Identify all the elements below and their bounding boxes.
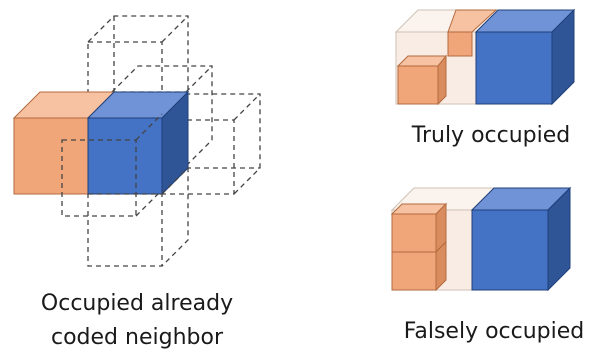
falsely-occupied-blue-cube [470, 186, 572, 292]
small-occupied-cube-lower [396, 54, 448, 106]
small-occupied-cube-upper [447, 9, 498, 57]
caption-coded-neighbor: coded neighbor [51, 325, 224, 350]
dashed-neighbor-cube-front [61, 113, 163, 217]
truly-occupied-diagram: Truly occupied [394, 8, 576, 148]
stacked-occupied-cube-upper [390, 202, 448, 254]
left-neighbor-diagram: Occupied already coded neighbor [12, 15, 261, 350]
current-blue-cube [86, 90, 190, 196]
truly-occupied-blue-cube [474, 8, 576, 106]
stacked-occupied-cube-lower [391, 240, 447, 292]
falsely-occupied-diagram: Falsely occupied [390, 186, 585, 344]
caption-occupied-already: Occupied already [41, 291, 233, 316]
caption-truly-occupied: Truly occupied [411, 123, 571, 148]
dashed-neighbor-cube-bottom [87, 166, 189, 267]
caption-falsely-occupied: Falsely occupied [404, 319, 585, 344]
